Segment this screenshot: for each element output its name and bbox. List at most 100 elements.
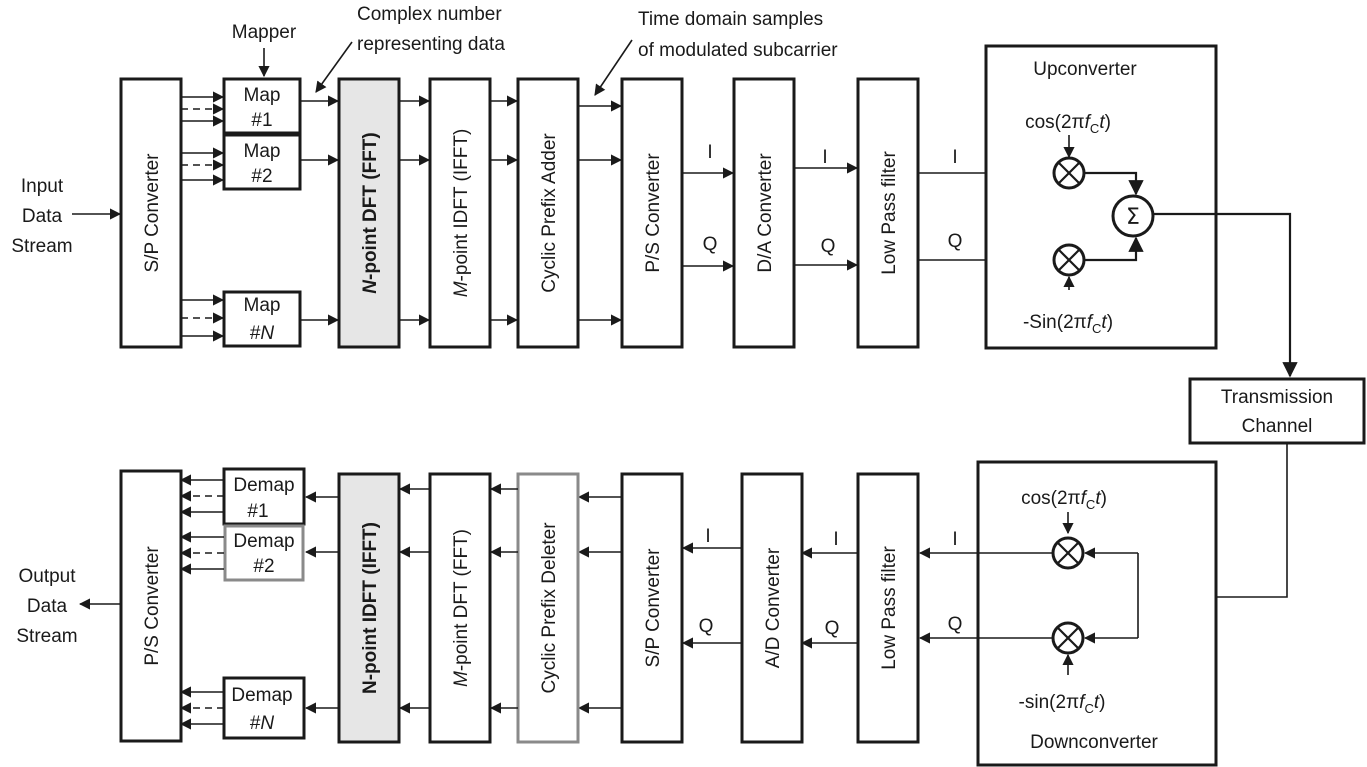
time-note-line-1: Time domain samples	[638, 9, 823, 30]
time-note-pointer	[594, 39, 633, 96]
rx-mixer-i-icon	[1051, 536, 1085, 570]
map-2-number: #2	[251, 166, 272, 187]
upconverter-sin-label: -Sin(2πfCt)	[1023, 312, 1113, 336]
mixer-q-to-sum-arrow	[1084, 236, 1144, 262]
complex-note-line-1: Complex number	[357, 4, 502, 25]
da-lpf-q-label: Q	[821, 236, 836, 257]
map-n-number: #N	[250, 323, 275, 344]
m-point-dft-label: M-point DFT (FFT)	[451, 529, 472, 687]
cyclic-prefix-deleter-label: Cyclic Prefix Deleter	[539, 522, 560, 694]
input-label-line-1: Input	[21, 176, 64, 197]
demap-2-block	[223, 524, 305, 582]
summer-icon: Σ	[1111, 194, 1155, 238]
demap-n-block	[222, 676, 306, 740]
map-n-block	[222, 290, 302, 348]
ad-converter-label: A/D Converter	[763, 547, 784, 668]
sp-converter-label: S/P Converter	[142, 153, 163, 273]
cp-deleter-to-dft-connectors	[489, 483, 518, 714]
sum-to-channel-arrow	[1153, 212, 1298, 378]
svg-text:Σ: Σ	[1126, 205, 1140, 230]
lpf-ad-q-label: Q	[825, 618, 840, 639]
rx-ps-converter-label: P/S Converter	[142, 546, 163, 666]
m-point-dft-block	[428, 472, 492, 744]
rx-sp-converter-label: S/P Converter	[643, 548, 664, 668]
m-point-idft-label: M-point IDFT (IFFT)	[451, 129, 472, 298]
rx-low-pass-filter-label: Low Pass filter	[879, 546, 900, 670]
output-label-line-1: Output	[18, 566, 76, 587]
demap-1-label: Demap	[233, 475, 294, 496]
upconverter-block	[984, 44, 1218, 350]
rx-mixer-q-icon	[1051, 621, 1085, 655]
rx-ps-converter-block	[119, 469, 183, 743]
map-1-number: #1	[251, 110, 272, 131]
sp-to-cp-deleter-connectors	[577, 491, 622, 714]
ad-converter-block	[740, 472, 804, 744]
demap-n-label: Demap	[231, 685, 292, 706]
rx-mixer-lpf-i-label: I	[952, 529, 957, 550]
output-label-line-3: Stream	[16, 626, 77, 647]
rx-mixer-lpf-q-label: Q	[948, 614, 963, 635]
input-label-line-3: Stream	[11, 236, 72, 257]
upconverter-cos-label: cos(2πfCt)	[1025, 112, 1111, 136]
ad-sp-i-label: I	[705, 526, 710, 547]
map-2-label: Map	[244, 141, 281, 162]
ps-da-i-label: I	[707, 142, 712, 163]
n-point-idft-block	[337, 472, 401, 744]
cp-to-ps-connectors	[578, 100, 623, 326]
transmission-channel-block	[1188, 377, 1366, 445]
map-n-label: Map	[244, 295, 281, 316]
demap-1-number: #1	[247, 501, 268, 522]
tx-low-pass-filter-block	[856, 77, 920, 349]
idft-to-cp-connectors	[490, 95, 519, 326]
n-point-idft-label: N-point IDFT (IFFT)	[360, 522, 381, 694]
complex-note-pointer	[315, 41, 353, 93]
demap-2-number: #2	[253, 556, 274, 577]
rx-sp-converter-block	[620, 472, 684, 744]
da-converter-label: D/A Converter	[755, 153, 776, 273]
sp-to-map-connectors	[181, 91, 225, 342]
lpf-ad-i-label: I	[833, 529, 838, 550]
tx-low-pass-filter-label: Low Pass filter	[879, 151, 900, 275]
rx-low-pass-filter-block	[856, 472, 920, 744]
n-point-dft-label: N-point DFT (FFT)	[360, 132, 381, 293]
lpf-mixer-i-label: I	[952, 147, 957, 168]
demap-n-number: #N	[250, 713, 275, 734]
map-to-dft-connectors	[300, 95, 340, 326]
da-converter-block	[732, 77, 796, 349]
cyclic-prefix-adder-label: Cyclic Prefix Adder	[539, 133, 560, 293]
dft-to-idft-connectors	[399, 95, 431, 326]
ps-da-q-label: Q	[703, 234, 718, 255]
input-label-line-2: Data	[22, 206, 63, 227]
n-point-dft-block	[337, 77, 401, 349]
da-lpf-i-label: I	[822, 147, 827, 168]
channel-label-line-1: Transmission	[1221, 387, 1333, 408]
dft-to-idft-rx-connectors	[398, 483, 430, 714]
output-label-line-2: Data	[27, 596, 68, 617]
complex-note-line-2: representing data	[357, 34, 505, 55]
map-1-block	[222, 77, 302, 135]
time-note-line-2: of modulated subcarrier	[638, 40, 838, 61]
upconverter-label: Upconverter	[1033, 59, 1137, 80]
downconverter-block	[976, 460, 1218, 767]
downconverter-label: Downconverter	[1030, 732, 1158, 753]
tx-mixer-q-icon	[1052, 243, 1086, 277]
demap-to-ps-connectors	[179, 474, 224, 730]
downconverter-cos-label: cos(2πfCt)	[1021, 488, 1107, 512]
ps-converter-block	[620, 77, 684, 349]
sp-converter-block	[119, 77, 183, 349]
map-2-block	[222, 133, 302, 191]
lpf-mixer-q-label: Q	[948, 231, 963, 252]
downconverter-sin-label: -sin(2πfCt)	[1019, 692, 1106, 716]
cyclic-prefix-deleter-block	[516, 472, 580, 744]
ad-sp-q-label: Q	[699, 616, 714, 637]
mixer-i-to-sum-arrow	[1084, 171, 1144, 196]
cyclic-prefix-adder-block	[516, 77, 580, 349]
idft-to-demap-connectors	[304, 491, 339, 714]
demap-2-label: Demap	[233, 531, 294, 552]
channel-label-line-2: Channel	[1242, 416, 1313, 437]
map-1-label: Map	[244, 85, 281, 106]
mapper-label: Mapper	[232, 22, 297, 43]
ps-converter-label: P/S Converter	[643, 153, 664, 273]
m-point-idft-block	[428, 77, 492, 349]
